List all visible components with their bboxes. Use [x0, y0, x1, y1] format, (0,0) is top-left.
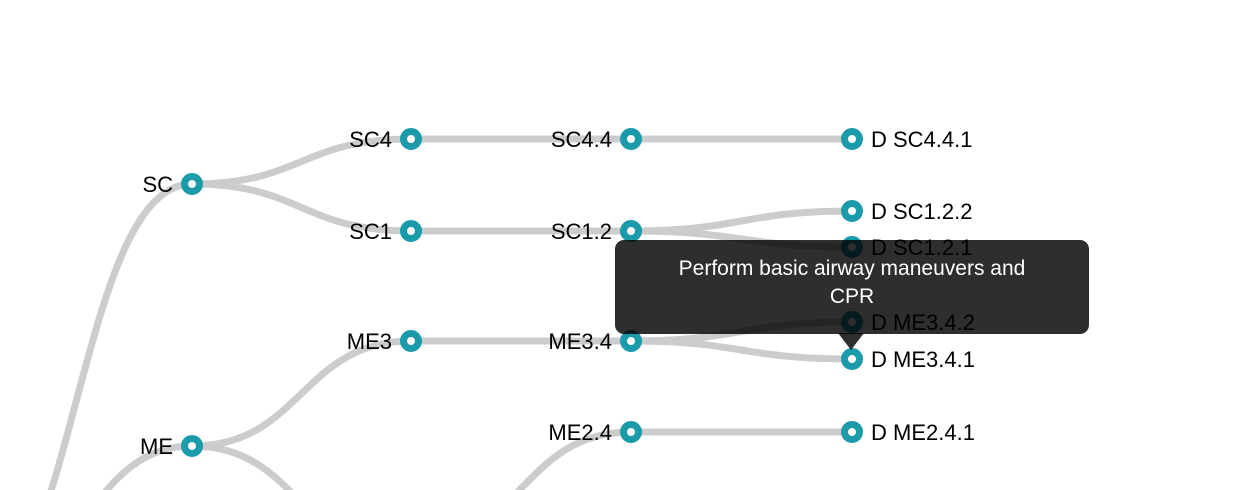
node-label-D SC1.2.2: D SC1.2.2: [871, 199, 973, 224]
node-label-D ME3.4.1: D ME3.4.1: [871, 347, 975, 372]
node-SC4.4[interactable]: [620, 128, 642, 150]
node-ME3.4[interactable]: [620, 330, 642, 352]
node-D SC4.4.1[interactable]: [841, 128, 863, 150]
node-label-SC4: SC4: [349, 127, 392, 152]
node-SC4[interactable]: [400, 128, 422, 150]
link-ME2-ME2.4: [514, 428, 632, 490]
node-label-SC: SC: [142, 172, 173, 197]
node-label-SC1: SC1: [349, 219, 392, 244]
node-ME[interactable]: [181, 435, 203, 457]
node-D ME3.4.1[interactable]: [841, 348, 863, 370]
node-label-ME3: ME3: [347, 329, 392, 354]
node-SC1.2[interactable]: [620, 220, 642, 242]
tooltip-text: Perform basic airway maneuvers and CPR: [678, 257, 1026, 308]
node-label-ME3.4: ME3.4: [548, 329, 612, 354]
node-ME2.4[interactable]: [620, 421, 642, 443]
node-label-D SC4.4.1: D SC4.4.1: [871, 127, 973, 152]
node-label-D ME2.4.1: D ME2.4.1: [871, 420, 975, 445]
link-SC1.2-D SC1.2.2: [630, 207, 853, 235]
link-SC-SC1: [191, 180, 412, 235]
node-label-ME2.4: ME2.4: [548, 420, 612, 445]
link-ME-MEx: [191, 442, 294, 490]
link-ME3.4-D ME3.4.1: [630, 337, 853, 363]
node-SC1[interactable]: [400, 220, 422, 242]
node-D ME2.4.1[interactable]: [841, 421, 863, 443]
node-SC[interactable]: [181, 173, 203, 195]
node-label-ME: ME: [140, 434, 173, 459]
link-SC-SC4: [191, 135, 412, 188]
node-label-SC4.4: SC4.4: [551, 127, 612, 152]
node-label-SC1.2: SC1.2: [551, 219, 612, 244]
node-D SC1.2.2[interactable]: [841, 200, 863, 222]
node-ME3[interactable]: [400, 330, 422, 352]
tooltip: Perform basic airway maneuvers and CPR: [615, 240, 1089, 334]
link-ME-ME3: [191, 337, 412, 450]
link-root-SC: [47, 180, 193, 490]
link-root-ME: [102, 442, 193, 490]
tooltip-caret-icon: [838, 333, 864, 350]
